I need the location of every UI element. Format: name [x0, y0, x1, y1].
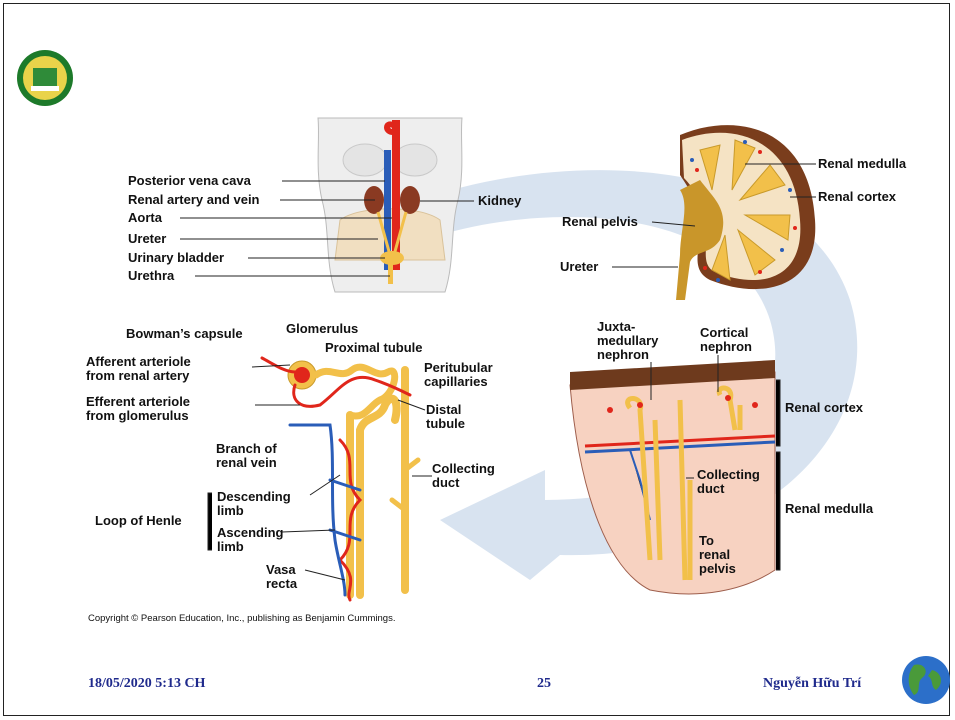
copyright-text: Copyright © Pearson Education, Inc., pub…: [88, 613, 395, 624]
label-bowmans-capsule: Bowman’s capsule: [126, 327, 243, 341]
label-distal-tubule: Distal tubule: [426, 403, 465, 431]
label-kidney: Kidney: [478, 194, 521, 208]
label-collecting-duct-section: Collecting duct: [697, 468, 760, 496]
footer-date: 18/05/2020 5:13 CH: [88, 676, 205, 692]
label-to-renal-pelvis: To renal pelvis: [699, 534, 736, 576]
label-peritubular-capillaries: Peritubular capillaries: [424, 361, 493, 389]
label-afferent-arteriole: Afferent arteriole from renal artery: [86, 355, 191, 383]
label-cortical-nephron: Cortical nephron: [700, 326, 752, 354]
label-renal-cortex-top: Renal cortex: [818, 190, 896, 204]
label-urethra: Urethra: [128, 269, 174, 283]
torso-illustration: [318, 118, 462, 292]
label-renal-medulla-section: Renal medulla: [785, 502, 873, 516]
university-logo: [17, 50, 73, 106]
label-efferent-arteriole: Efferent arteriole from glomerulus: [86, 395, 190, 423]
footer-page-number: 25: [537, 676, 551, 692]
label-renal-artery-vein: Renal artery and vein: [128, 193, 260, 207]
label-ureter: Ureter: [128, 232, 166, 246]
label-juxtamedullary-nephron: Juxta- medullary nephron: [597, 320, 658, 362]
label-proximal-tubule: Proximal tubule: [325, 341, 423, 355]
label-renal-pelvis: Renal pelvis: [562, 215, 638, 229]
label-renal-medulla-top: Renal medulla: [818, 157, 906, 171]
kidney-cross-section: [676, 125, 815, 300]
label-collecting-duct: Collecting duct: [432, 462, 495, 490]
label-loop-of-henle: Loop of Henle: [95, 514, 182, 528]
label-glomerulus: Glomerulus: [286, 322, 358, 336]
label-vasa-recta: Vasa recta: [266, 563, 297, 591]
label-renal-cortex-section: Renal cortex: [785, 401, 863, 415]
label-ascending-limb: Ascending limb: [217, 526, 283, 554]
footer-author: Nguyễn Hữu Trí: [763, 676, 861, 692]
label-posterior-vena-cava: Posterior vena cava: [128, 174, 251, 188]
label-branch-renal-vein: Branch of renal vein: [216, 442, 277, 470]
label-aorta: Aorta: [128, 211, 162, 225]
globe-icon: [902, 656, 950, 704]
label-ureter-kidney: Ureter: [560, 260, 598, 274]
label-descending-limb: Descending limb: [217, 490, 291, 518]
label-urinary-bladder: Urinary bladder: [128, 251, 224, 265]
